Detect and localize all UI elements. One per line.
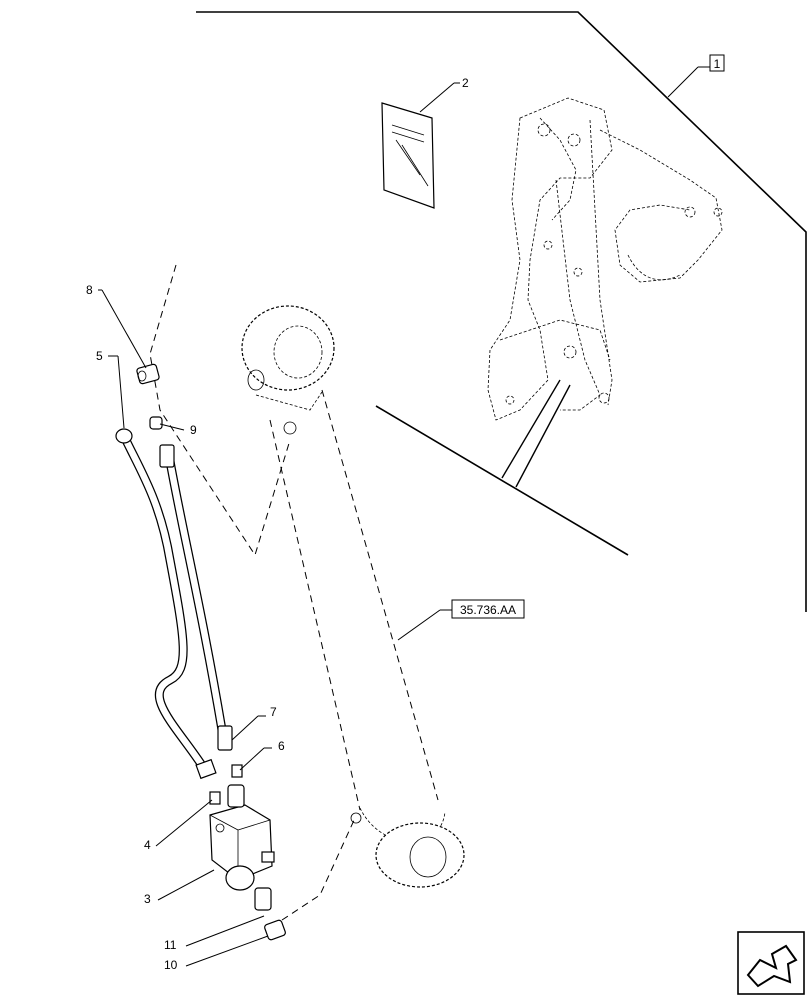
reference-callout[interactable]: 35.736.AA bbox=[397, 599, 525, 641]
fitting-8 bbox=[136, 363, 160, 385]
callout-8[interactable]: 8 bbox=[86, 283, 147, 369]
fitting-9 bbox=[149, 416, 163, 430]
callout-3-label: 3 bbox=[144, 892, 151, 906]
hydraulic-cylinder bbox=[241, 305, 465, 888]
callout-2[interactable]: 2 bbox=[419, 76, 469, 113]
callout-3[interactable]: 3 bbox=[144, 869, 215, 906]
callout-1[interactable]: 1 bbox=[667, 54, 725, 98]
callout-7-label: 7 bbox=[270, 705, 277, 719]
callout-6[interactable]: 6 bbox=[239, 739, 285, 771]
callout-7[interactable]: 7 bbox=[231, 705, 277, 741]
backhoe-assembly bbox=[487, 97, 723, 421]
callout-6-label: 6 bbox=[278, 739, 285, 753]
callout-5[interactable]: 5 bbox=[96, 349, 125, 429]
callout-9[interactable]: 9 bbox=[159, 423, 197, 437]
callout-10[interactable]: 10 bbox=[164, 935, 269, 972]
reference-label: 35.736.AA bbox=[460, 603, 516, 617]
hose-5 bbox=[115, 428, 217, 780]
callout-9-label: 9 bbox=[190, 423, 197, 437]
valve-block bbox=[209, 764, 286, 941]
callout-11-label: 11 bbox=[164, 938, 177, 952]
callout-5-label: 5 bbox=[96, 349, 103, 363]
assembly-bracket bbox=[196, 11, 807, 612]
callout-1-label: 1 bbox=[714, 57, 721, 71]
callout-2-label: 2 bbox=[462, 76, 469, 90]
callout-8-label: 8 bbox=[86, 283, 93, 297]
callout-11[interactable]: 11 bbox=[164, 915, 265, 952]
valve-route-line bbox=[281, 817, 356, 921]
callout-10-label: 10 bbox=[164, 958, 178, 972]
hose-7 bbox=[159, 444, 233, 751]
operator-manual bbox=[381, 102, 435, 209]
next-page-arrow-icon[interactable] bbox=[737, 931, 805, 995]
hose-route-line bbox=[149, 264, 291, 557]
callout-4[interactable]: 4 bbox=[144, 799, 213, 852]
callout-4-label: 4 bbox=[144, 838, 151, 852]
